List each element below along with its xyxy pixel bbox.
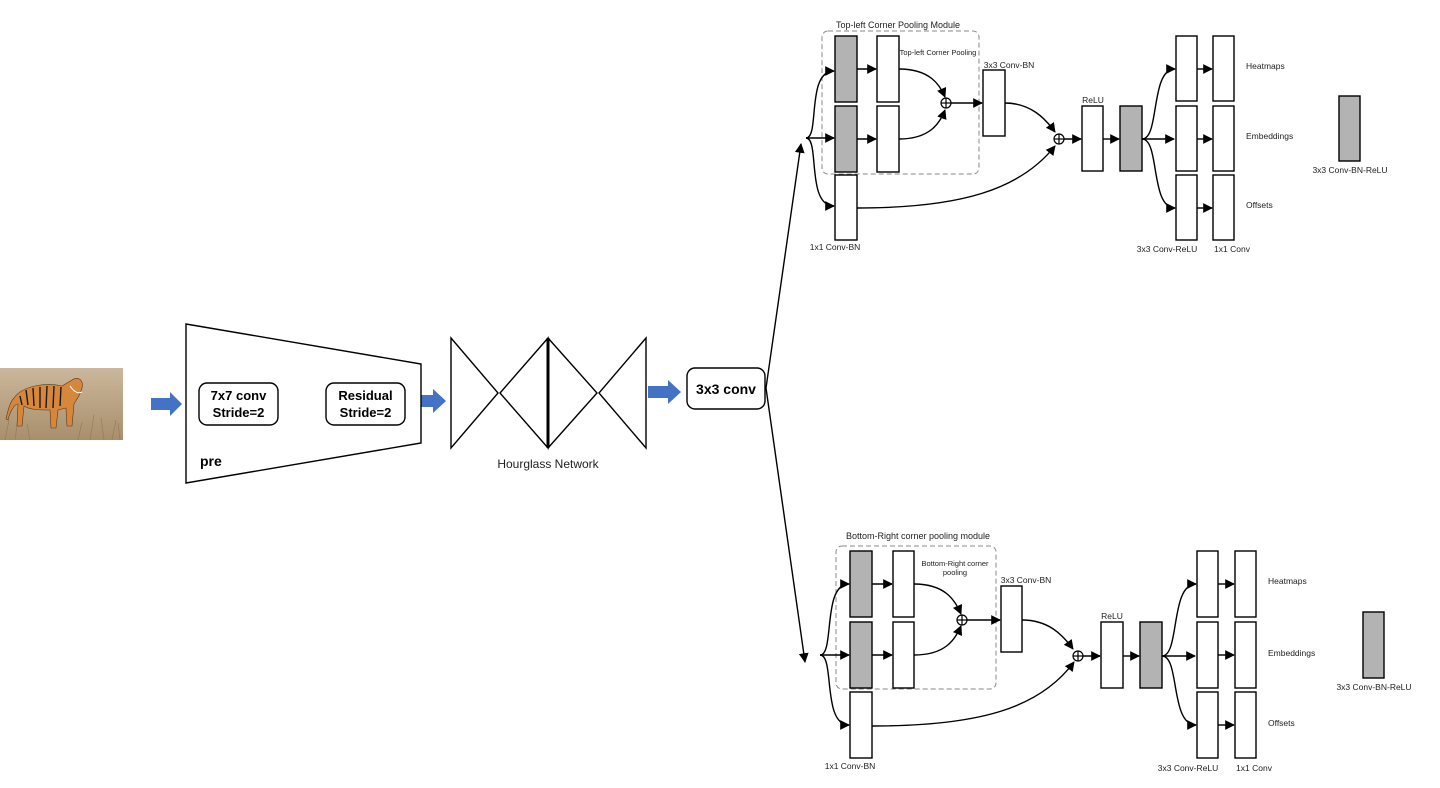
top-pool-block-2 (834, 105, 858, 173)
top-module-title: Top-left Corner Pooling Module (836, 20, 960, 30)
bottom-embedding-conv (1196, 621, 1219, 689)
bottom-pooling-module-frame (835, 545, 997, 690)
bottom-pool-label-1: Bottom-Right corner (921, 559, 989, 568)
top-conv1x1-label: 1x1 Conv-BN (810, 242, 861, 252)
bottom-offset-conv (1196, 691, 1219, 759)
hourglass-label: Hourglass Network (497, 457, 599, 471)
top-output-heatmaps: Heatmaps (1246, 61, 1285, 71)
bottom-heatmap-conv (1196, 550, 1219, 618)
top-relu-block (1081, 105, 1104, 172)
top-pool-out-2 (876, 105, 900, 173)
top-add-icon-2 (1053, 133, 1065, 145)
conv3x3-label: 3x3 conv (696, 381, 756, 397)
bottom-legend-block (1362, 611, 1385, 679)
top-relu-label: ReLU (1082, 95, 1104, 105)
bottom-pool-block-1 (849, 550, 873, 618)
top-col1-label: 3x3 Conv-ReLU (1137, 244, 1197, 254)
branch-arrow-bottom (765, 387, 809, 663)
bottom-heatmap-out (1234, 550, 1257, 618)
top-pool-block-1 (834, 35, 858, 103)
bottom-legend-label: 3x3 Conv-BN-ReLU (1336, 682, 1411, 692)
bottom-output-embeddings: Embeddings (1268, 648, 1315, 658)
top-legend-block (1338, 95, 1361, 162)
top-embedding-out (1212, 105, 1235, 172)
top-col2-label: 1x1 Conv (1214, 244, 1251, 254)
conv7x7-line1: 7x7 conv (211, 388, 267, 403)
top-conv-bn-relu-block (1119, 105, 1143, 172)
top-legend-label: 3x3 Conv-BN-ReLU (1312, 165, 1387, 175)
bottom-relu-block (1100, 621, 1124, 689)
conv7x7-line2: Stride=2 (213, 405, 265, 420)
top-offset-out (1212, 174, 1235, 241)
hourglass-network: Hourglass Network (450, 336, 647, 471)
bottom-pool-block-2 (849, 621, 873, 689)
residual-line1: Residual (338, 388, 392, 403)
bottom-branch: Bottom-Right corner pooling module Botto… (819, 531, 1412, 773)
bottom-pool-out-2 (892, 621, 915, 689)
top-embedding-conv (1175, 105, 1198, 172)
bottom-col1-label: 3x3 Conv-ReLU (1158, 763, 1218, 773)
top-conv-bn-label: 3x3 Conv-BN (984, 60, 1035, 70)
bottom-col2-label: 1x1 Conv (1236, 763, 1273, 773)
bottom-relu-label: ReLU (1101, 611, 1123, 621)
top-conv1x1-block (834, 174, 858, 241)
tiger-photo-icon (0, 368, 123, 440)
bottom-embedding-out (1234, 621, 1257, 689)
residual-line2: Stride=2 (340, 405, 392, 420)
bottom-add-icon-2 (1072, 650, 1084, 662)
bottom-pool-label-2: pooling (943, 568, 967, 577)
pre-block: pre (185, 323, 422, 484)
conv3x3-box: 3x3 conv (686, 367, 766, 410)
bottom-output-offsets: Offsets (1268, 718, 1295, 728)
branch-arrow-top (765, 143, 805, 389)
pre-label: pre (200, 453, 222, 469)
bottom-conv-bn-relu-block (1139, 621, 1163, 689)
top-pool-out-1 (876, 35, 900, 103)
bottom-output-heatmaps: Heatmaps (1268, 576, 1307, 586)
top-heatmap-out (1212, 35, 1235, 102)
top-offset-conv (1175, 174, 1198, 241)
top-output-embeddings: Embeddings (1246, 131, 1293, 141)
top-heatmap-conv (1175, 35, 1198, 102)
bottom-conv-bn-label: 3x3 Conv-BN (1001, 575, 1052, 585)
top-conv-bn-block (982, 69, 1006, 137)
bottom-conv-bn-block (1000, 585, 1023, 653)
top-branch: Top-left Corner Pooling Module Top-left … (805, 20, 1388, 254)
top-pool-label: Top-left Corner Pooling (900, 48, 977, 57)
bottom-conv1x1-block (849, 691, 873, 759)
residual-box: Residual Stride=2 (325, 382, 406, 426)
bottom-offset-out (1234, 691, 1257, 759)
top-output-offsets: Offsets (1246, 200, 1273, 210)
bottom-pool-out-1 (892, 550, 915, 618)
bottom-add-icon (956, 614, 968, 626)
conv7x7-box: 7x7 conv Stride=2 (198, 382, 279, 426)
bottom-module-title: Bottom-Right corner pooling module (846, 531, 990, 541)
bottom-conv1x1-label: 1x1 Conv-BN (825, 761, 876, 771)
top-add-icon (940, 97, 952, 109)
